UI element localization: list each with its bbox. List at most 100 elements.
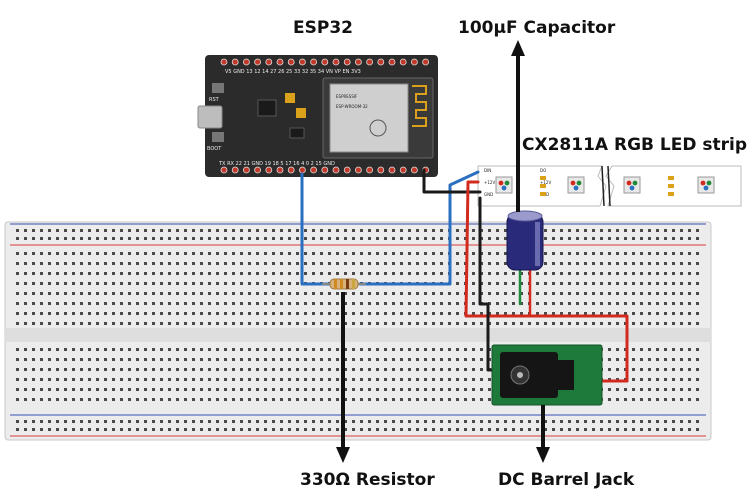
breadboard-hole — [576, 312, 579, 315]
breadboard-hole — [640, 420, 643, 423]
breadboard-hole — [288, 358, 291, 361]
breadboard-hole — [296, 348, 299, 351]
breadboard-hole — [544, 312, 547, 315]
capacitor-smd — [296, 108, 306, 118]
breadboard-hole — [88, 252, 91, 255]
breadboard-hole — [56, 302, 59, 305]
breadboard-hole — [264, 322, 267, 325]
breadboard-hole — [368, 388, 371, 391]
breadboard-hole — [32, 229, 35, 232]
esp32-pin — [399, 166, 407, 174]
breadboard-hole — [40, 292, 43, 295]
breadboard-hole — [472, 420, 475, 423]
breadboard-hole — [288, 252, 291, 255]
breadboard-hole — [432, 292, 435, 295]
breadboard-hole — [608, 302, 611, 305]
breadboard-hole — [632, 272, 635, 275]
breadboard-hole — [600, 272, 603, 275]
breadboard-hole — [408, 348, 411, 351]
breadboard-hole — [344, 378, 347, 381]
wire-gpio-to-resistor — [300, 172, 332, 286]
breadboard-hole — [64, 378, 67, 381]
breadboard-hole — [216, 322, 219, 325]
breadboard-hole — [640, 282, 643, 285]
breadboard-hole — [352, 252, 355, 255]
breadboard-hole — [264, 398, 267, 401]
breadboard-hole — [456, 420, 459, 423]
breadboard-hole — [128, 398, 131, 401]
breadboard-hole — [616, 252, 619, 255]
breadboard-hole — [584, 282, 587, 285]
breadboard-hole — [608, 262, 611, 265]
breadboard-hole — [96, 420, 99, 423]
breadboard-hole — [472, 378, 475, 381]
breadboard-hole — [192, 322, 195, 325]
breadboard-hole — [168, 237, 171, 240]
breadboard-hole — [16, 420, 19, 423]
breadboard-hole — [376, 368, 379, 371]
breadboard-hole — [152, 398, 155, 401]
breadboard-hole — [648, 252, 651, 255]
breadboard-hole — [496, 428, 499, 431]
breadboard-hole — [568, 282, 571, 285]
breadboard-hole — [208, 368, 211, 371]
breadboard-hole — [232, 229, 235, 232]
breadboard-hole — [656, 282, 659, 285]
esp32-pin — [343, 166, 351, 174]
breadboard-hole — [144, 388, 147, 391]
breadboard-hole — [432, 420, 435, 423]
breadboard-hole — [160, 282, 163, 285]
breadboard-hole — [216, 378, 219, 381]
breadboard-hole — [32, 272, 35, 275]
breadboard-hole — [472, 312, 475, 315]
breadboard-hole — [88, 237, 91, 240]
breadboard-hole — [288, 292, 291, 295]
breadboard-hole — [656, 398, 659, 401]
breadboard-hole — [688, 272, 691, 275]
breadboard-hole — [304, 252, 307, 255]
breadboard-hole — [328, 237, 331, 240]
breadboard-hole — [296, 252, 299, 255]
breadboard-hole — [200, 229, 203, 232]
breadboard-hole — [48, 368, 51, 371]
breadboard-hole — [552, 322, 555, 325]
breadboard-hole — [680, 282, 683, 285]
breadboard-hole — [168, 272, 171, 275]
breadboard-hole — [480, 368, 483, 371]
breadboard-hole — [168, 368, 171, 371]
breadboard-hole — [144, 312, 147, 315]
breadboard-hole — [184, 378, 187, 381]
breadboard-hole — [160, 252, 163, 255]
breadboard-hole — [64, 252, 67, 255]
breadboard-hole — [304, 420, 307, 423]
esp32-pin — [410, 58, 418, 66]
breadboard-hole — [16, 358, 19, 361]
breadboard-hole — [456, 252, 459, 255]
breadboard-hole — [616, 358, 619, 361]
capacitor — [506, 210, 544, 271]
breadboard-hole — [48, 312, 51, 315]
wire-resistor-to-din — [358, 170, 480, 286]
breadboard-hole — [24, 378, 27, 381]
breadboard-hole — [144, 358, 147, 361]
breadboard-hole — [64, 312, 67, 315]
breadboard-hole — [640, 322, 643, 325]
breadboard-hole — [368, 312, 371, 315]
breadboard-hole — [216, 262, 219, 265]
breadboard-hole — [440, 229, 443, 232]
breadboard-hole — [160, 368, 163, 371]
breadboard-hole — [576, 428, 579, 431]
breadboard-hole — [656, 252, 659, 255]
breadboard-hole — [360, 388, 363, 391]
breadboard-hole — [48, 282, 51, 285]
breadboard-hole — [424, 252, 427, 255]
breadboard-hole — [464, 388, 467, 391]
breadboard-hole — [696, 237, 699, 240]
breadboard-hole — [576, 262, 579, 265]
breadboard-hole — [160, 262, 163, 265]
breadboard-hole — [304, 348, 307, 351]
breadboard-hole — [440, 272, 443, 275]
breadboard-hole — [104, 420, 107, 423]
breadboard-hole — [48, 272, 51, 275]
breadboard-hole — [344, 398, 347, 401]
